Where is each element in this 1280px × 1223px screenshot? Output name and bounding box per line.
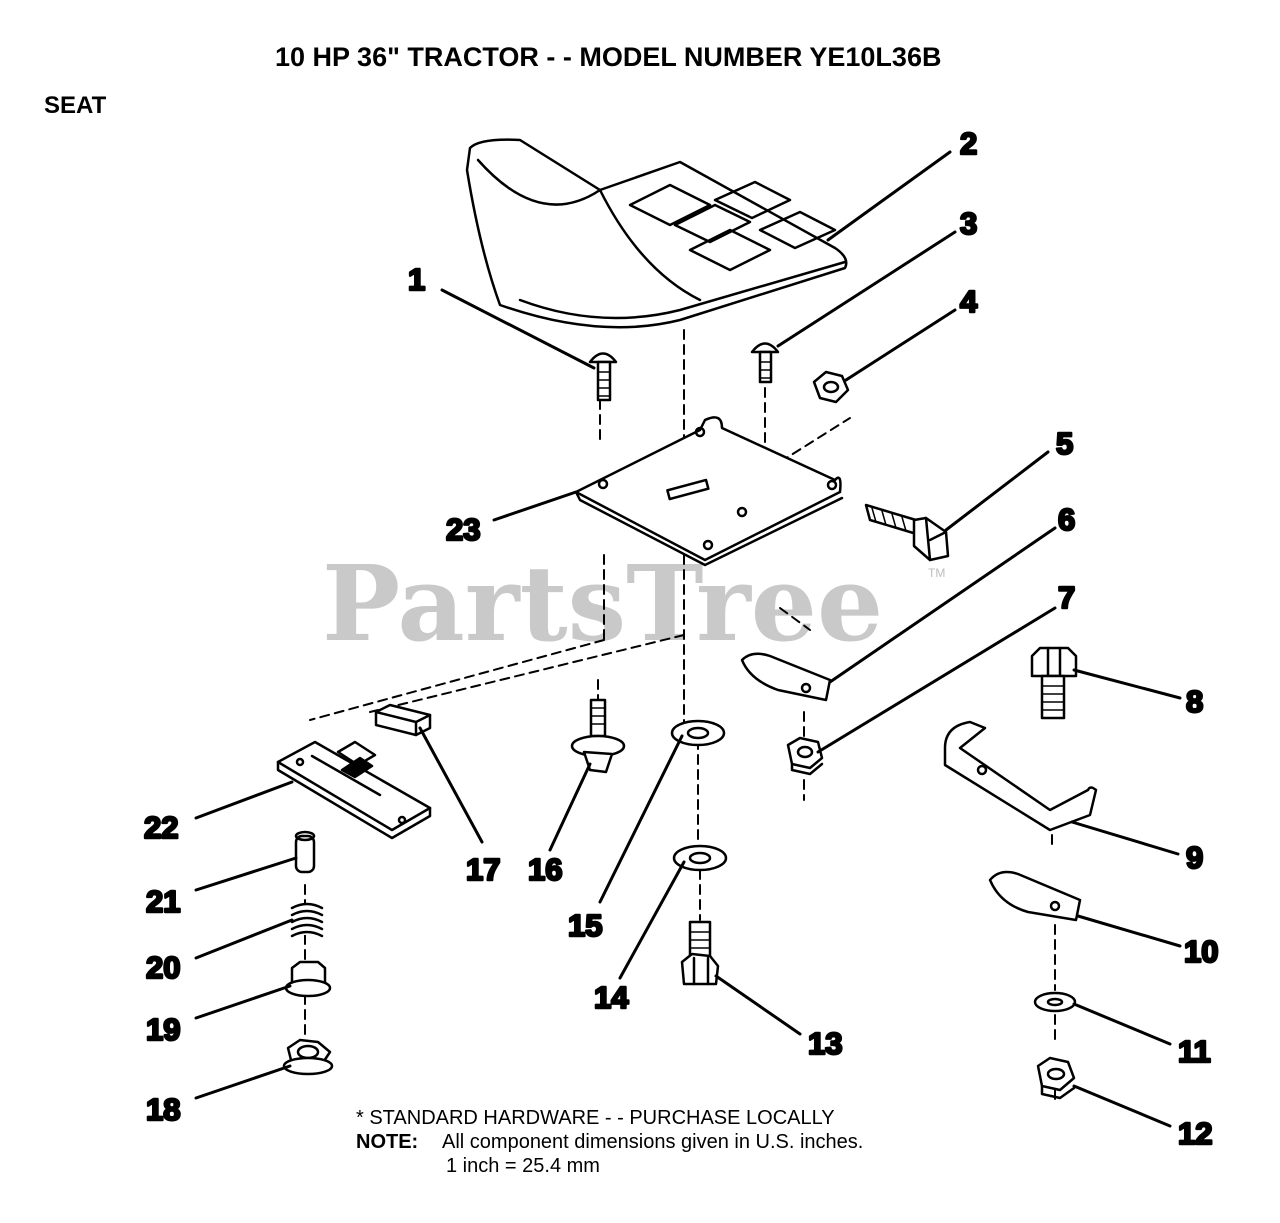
callout-1: 1 (408, 262, 425, 297)
hex-bolt-part[interactable] (680, 920, 720, 986)
partstree-watermark: PartsTree (322, 542, 884, 665)
page-title: 10 HP 36" TRACTOR - - MODEL NUMBER YE10L… (275, 42, 942, 72)
slide-bar-part[interactable] (374, 703, 432, 737)
hex-nut-part[interactable] (812, 370, 850, 404)
callout-9: 9 (1186, 840, 1203, 875)
callout-13: 13 (808, 1026, 842, 1061)
hex-bolt-part[interactable] (1030, 646, 1078, 720)
washer-part[interactable] (1033, 991, 1077, 1013)
callout-11: 11 (1178, 1034, 1211, 1069)
flange-nut-part[interactable] (284, 960, 332, 998)
note-text: All component dimensions given in U.S. i… (442, 1131, 864, 1153)
callout-4: 4 (960, 284, 978, 319)
standard-hardware-note: * STANDARD HARDWARE - - PURCHASE LOCALLY (356, 1107, 835, 1129)
hex-bolt-part[interactable] (864, 503, 950, 562)
washer-part[interactable] (672, 844, 728, 872)
washer-part[interactable] (670, 719, 726, 747)
callout-3: 3 (960, 206, 977, 241)
notes-block: * STANDARD HARDWARE - - PURCHASE LOCALLY… (356, 1106, 863, 1178)
trademark-mark: TM (928, 566, 946, 580)
callout-15: 15 (568, 908, 602, 943)
callout-21: 21 (146, 884, 180, 919)
callout-20: 20 (146, 950, 180, 985)
callout-10: 10 (1184, 934, 1218, 969)
shoulder-bolt-part[interactable] (570, 698, 626, 774)
callout-18: 18 (146, 1092, 180, 1127)
callout-12: 12 (1178, 1116, 1212, 1151)
lock-nut-part[interactable] (786, 736, 824, 776)
seat-part[interactable] (465, 138, 848, 329)
callout-23: 23 (446, 512, 480, 547)
callout-14: 14 (594, 980, 629, 1015)
carriage-bolt-part[interactable] (588, 352, 618, 402)
unit-conversion: 1 inch = 25.4 mm (446, 1155, 600, 1177)
callout-7: 7 (1058, 580, 1075, 615)
callout-8: 8 (1186, 684, 1203, 719)
callout-22: 22 (144, 810, 178, 845)
note-label: NOTE: (356, 1131, 419, 1153)
lock-nut-part[interactable] (1036, 1056, 1076, 1100)
callout-16: 16 (528, 852, 562, 887)
callout-6: 6 (1058, 502, 1075, 537)
seat-bracket-part[interactable] (943, 720, 1098, 832)
callout-2: 2 (960, 126, 977, 161)
spring-clip-part[interactable] (988, 870, 1082, 922)
callout-5: 5 (1056, 426, 1073, 461)
seat-plate-part[interactable] (574, 416, 844, 567)
callout-17: 17 (466, 852, 500, 887)
spring-part[interactable] (290, 902, 324, 938)
screw-part[interactable] (750, 342, 780, 384)
pin-part[interactable] (294, 830, 316, 874)
section-title: SEAT (44, 92, 107, 119)
latch-plate-part[interactable] (276, 740, 432, 840)
flange-nut-part[interactable] (282, 1038, 334, 1076)
callout-19: 19 (146, 1012, 180, 1047)
spring-clip-part[interactable] (740, 652, 832, 702)
